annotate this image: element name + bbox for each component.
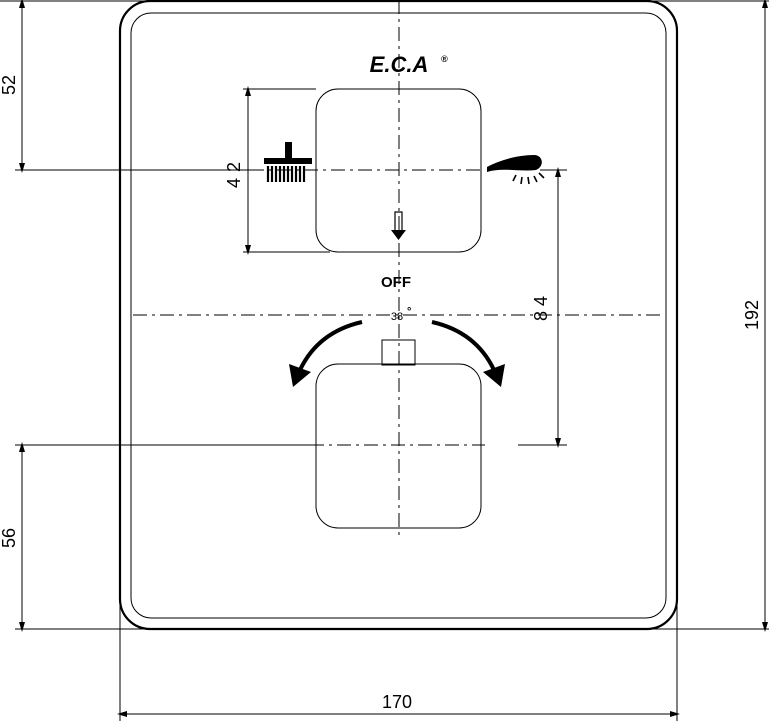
dim-text-total-width: 170 xyxy=(382,692,412,712)
eca-logo: E.C.A xyxy=(370,52,429,77)
dim-text-top-offset: 52 xyxy=(0,75,19,95)
dim-text-bottom-offset: 56 xyxy=(0,528,19,548)
dim-text-upper-knob: 42 xyxy=(224,156,244,188)
arrow-down-icon xyxy=(391,211,406,240)
thermostat-stem xyxy=(381,339,416,366)
overhead-shower-icon xyxy=(487,155,545,185)
off-label: OFF xyxy=(381,274,411,291)
dim-text-knob-spacing: 84 xyxy=(531,291,551,321)
hand-shower-icon xyxy=(264,142,312,182)
thermostat-knob xyxy=(315,363,482,529)
dim-text-total-height: 192 xyxy=(742,300,762,330)
rotate-right-arrow-icon xyxy=(431,320,505,387)
registered-mark: ® xyxy=(441,54,448,64)
rotate-left-arrow-icon xyxy=(289,320,363,387)
degree-symbol: ° xyxy=(407,306,411,318)
diverter-knob xyxy=(315,88,482,253)
temperature-label: 38 xyxy=(391,311,403,323)
